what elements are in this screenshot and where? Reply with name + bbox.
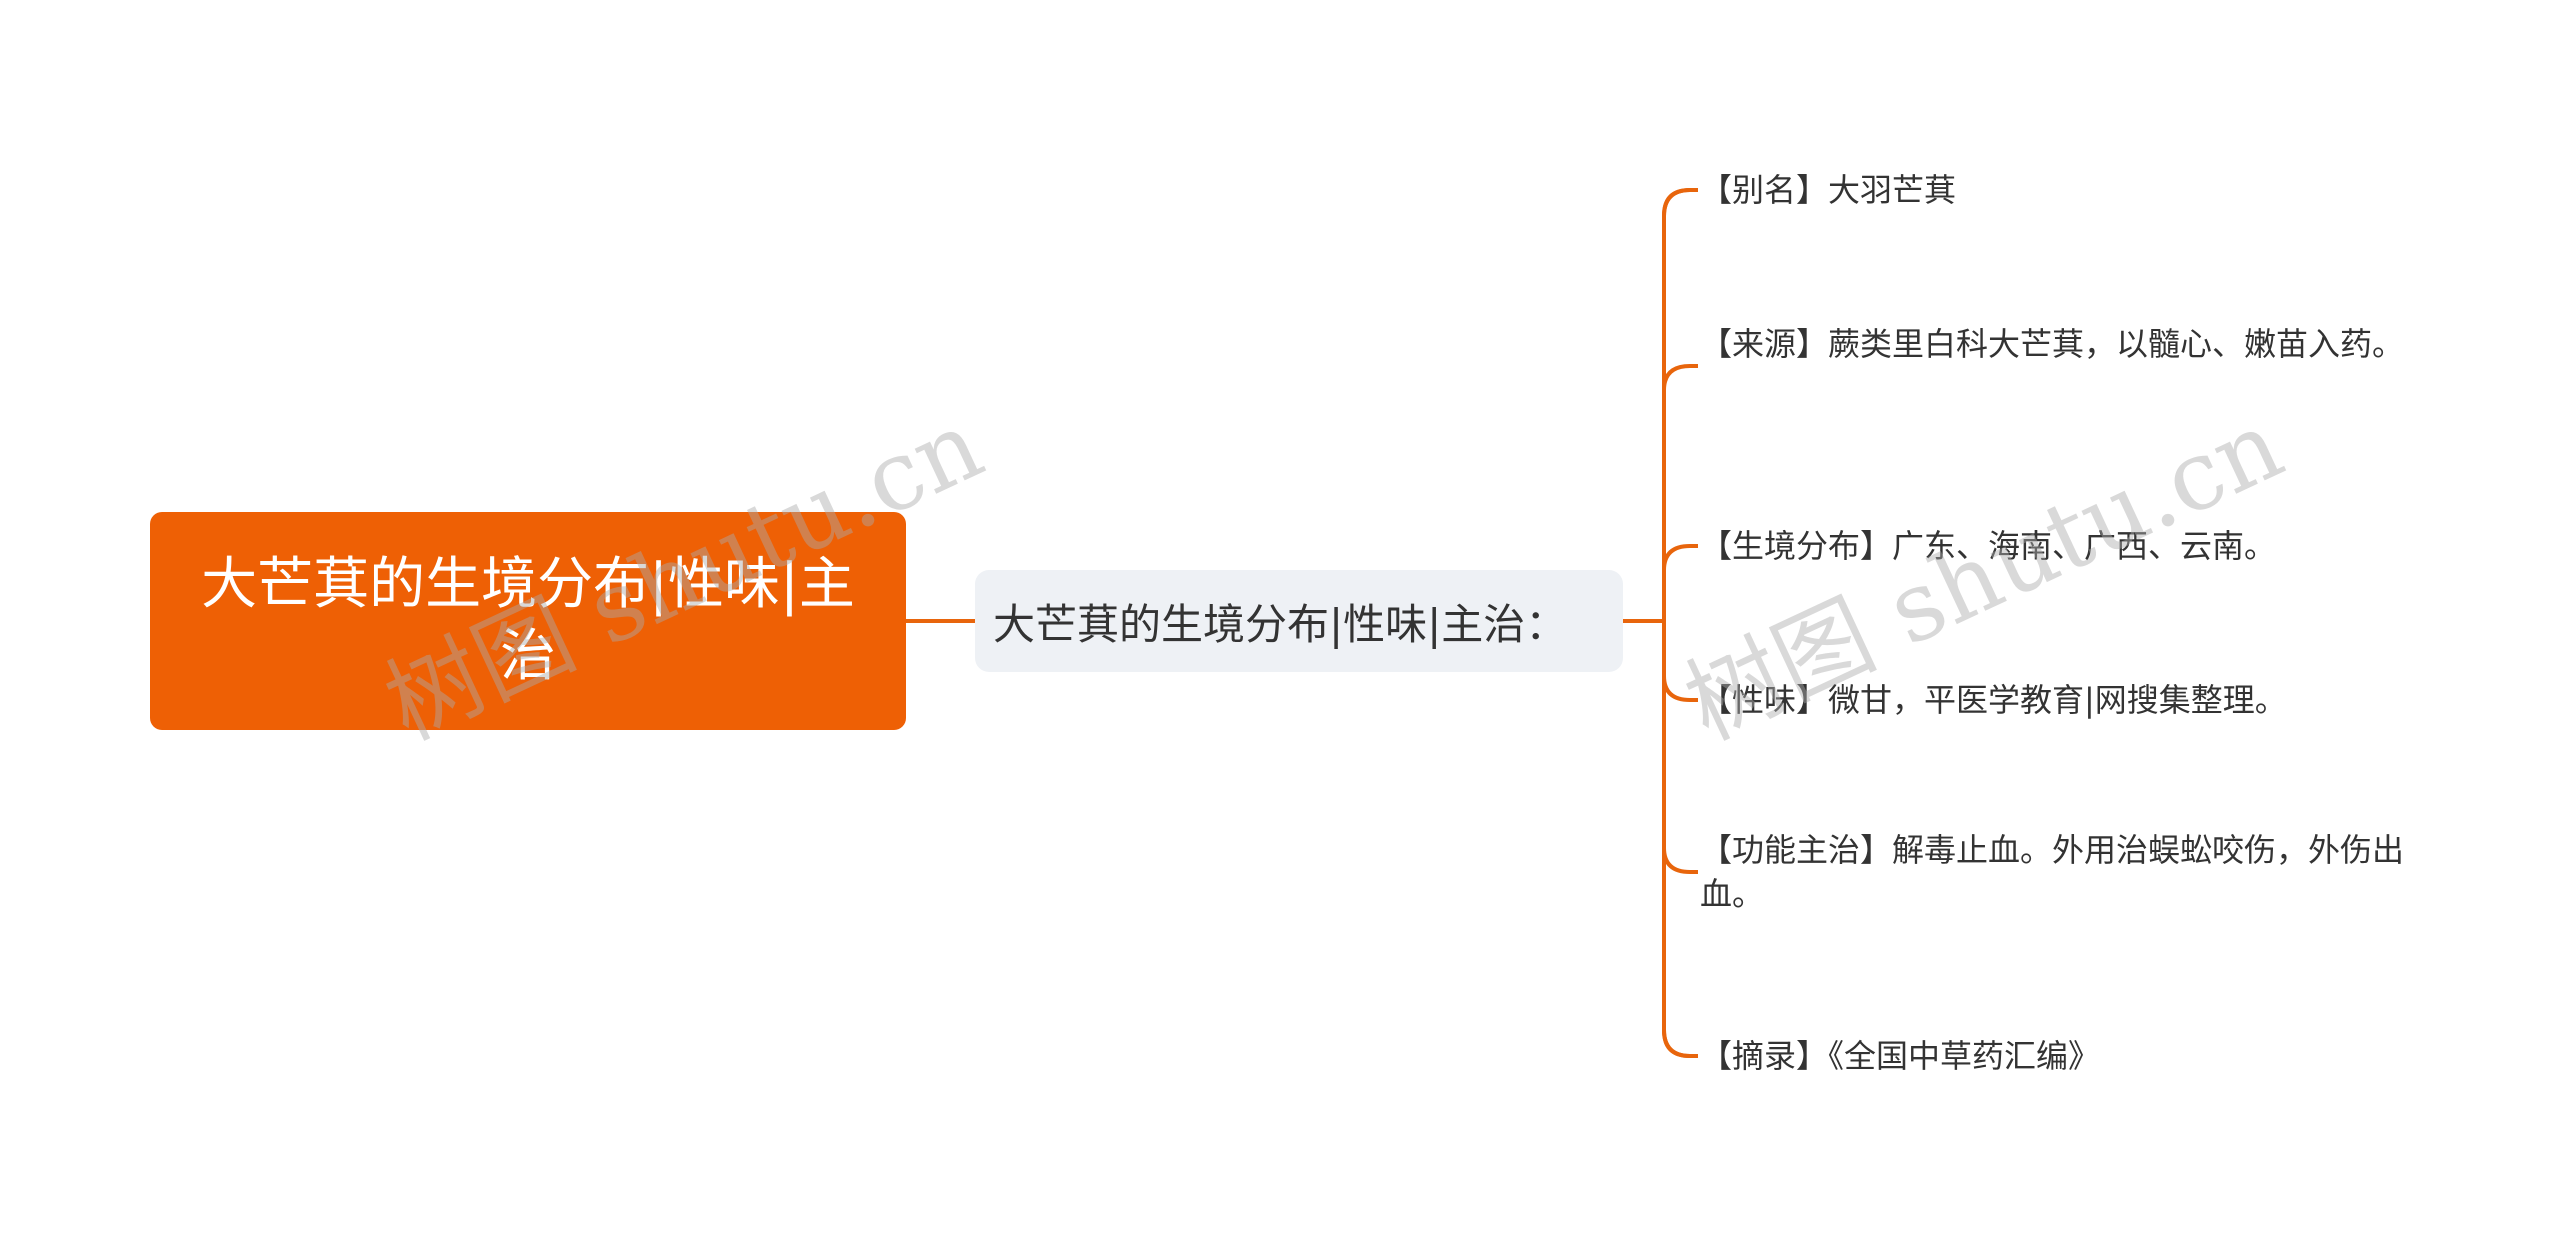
leaf-label: 【功能主治】解毒止血。外用治蜈蚣咬伤，外伤出血。 [1700,831,2405,913]
bracket-spine [1662,188,1691,1058]
leaf-label: 【摘录】《全国中草药汇编》 [1700,1037,2101,1075]
leaf-node-source[interactable]: 【来源】蕨类里白科大芒萁，以髓心、嫩苗入药。 [1700,322,2420,366]
leaf-node-habitat[interactable]: 【生境分布】广东、海南、广西、云南。 [1700,524,2420,568]
branch-topic-node[interactable]: 大芒萁的生境分布|性味|主治： [975,570,1623,672]
leaf-label: 【生境分布】广东、海南、广西、云南。 [1700,527,2277,565]
leaf-label: 【性味】微甘，平医学教育|网搜集整理。 [1700,681,2287,719]
leaf-node-function[interactable]: 【功能主治】解毒止血。外用治蜈蚣咬伤，外伤出血。 [1700,828,2420,916]
leaf-node-excerpt[interactable]: 【摘录】《全国中草药汇编》 [1700,1034,2420,1078]
root-topic-node[interactable]: 大芒萁的生境分布|性味|主治 [150,512,906,730]
branch-topic-label: 大芒萁的生境分布|性味|主治： [993,599,1568,649]
leaf-connector-2 [1662,364,1698,391]
leaf-connector-5 [1662,847,1698,874]
root-topic-label: 大芒萁的生境分布|性味|主治 [201,552,855,689]
leaf-connector-6 [1662,1029,1698,1058]
leaf-connector-4 [1662,675,1698,702]
leaf-label: 【别名】大羽芒萁 [1700,171,1957,209]
leaf-connector-1 [1662,188,1698,217]
leaf-label: 【来源】蕨类里白科大芒萁，以髓心、嫩苗入药。 [1700,325,2405,363]
leaf-node-alias[interactable]: 【别名】大羽芒萁 [1700,168,2420,212]
leaf-connector-3 [1662,544,1698,571]
leaf-node-taste[interactable]: 【性味】微甘，平医学教育|网搜集整理。 [1700,678,2420,722]
